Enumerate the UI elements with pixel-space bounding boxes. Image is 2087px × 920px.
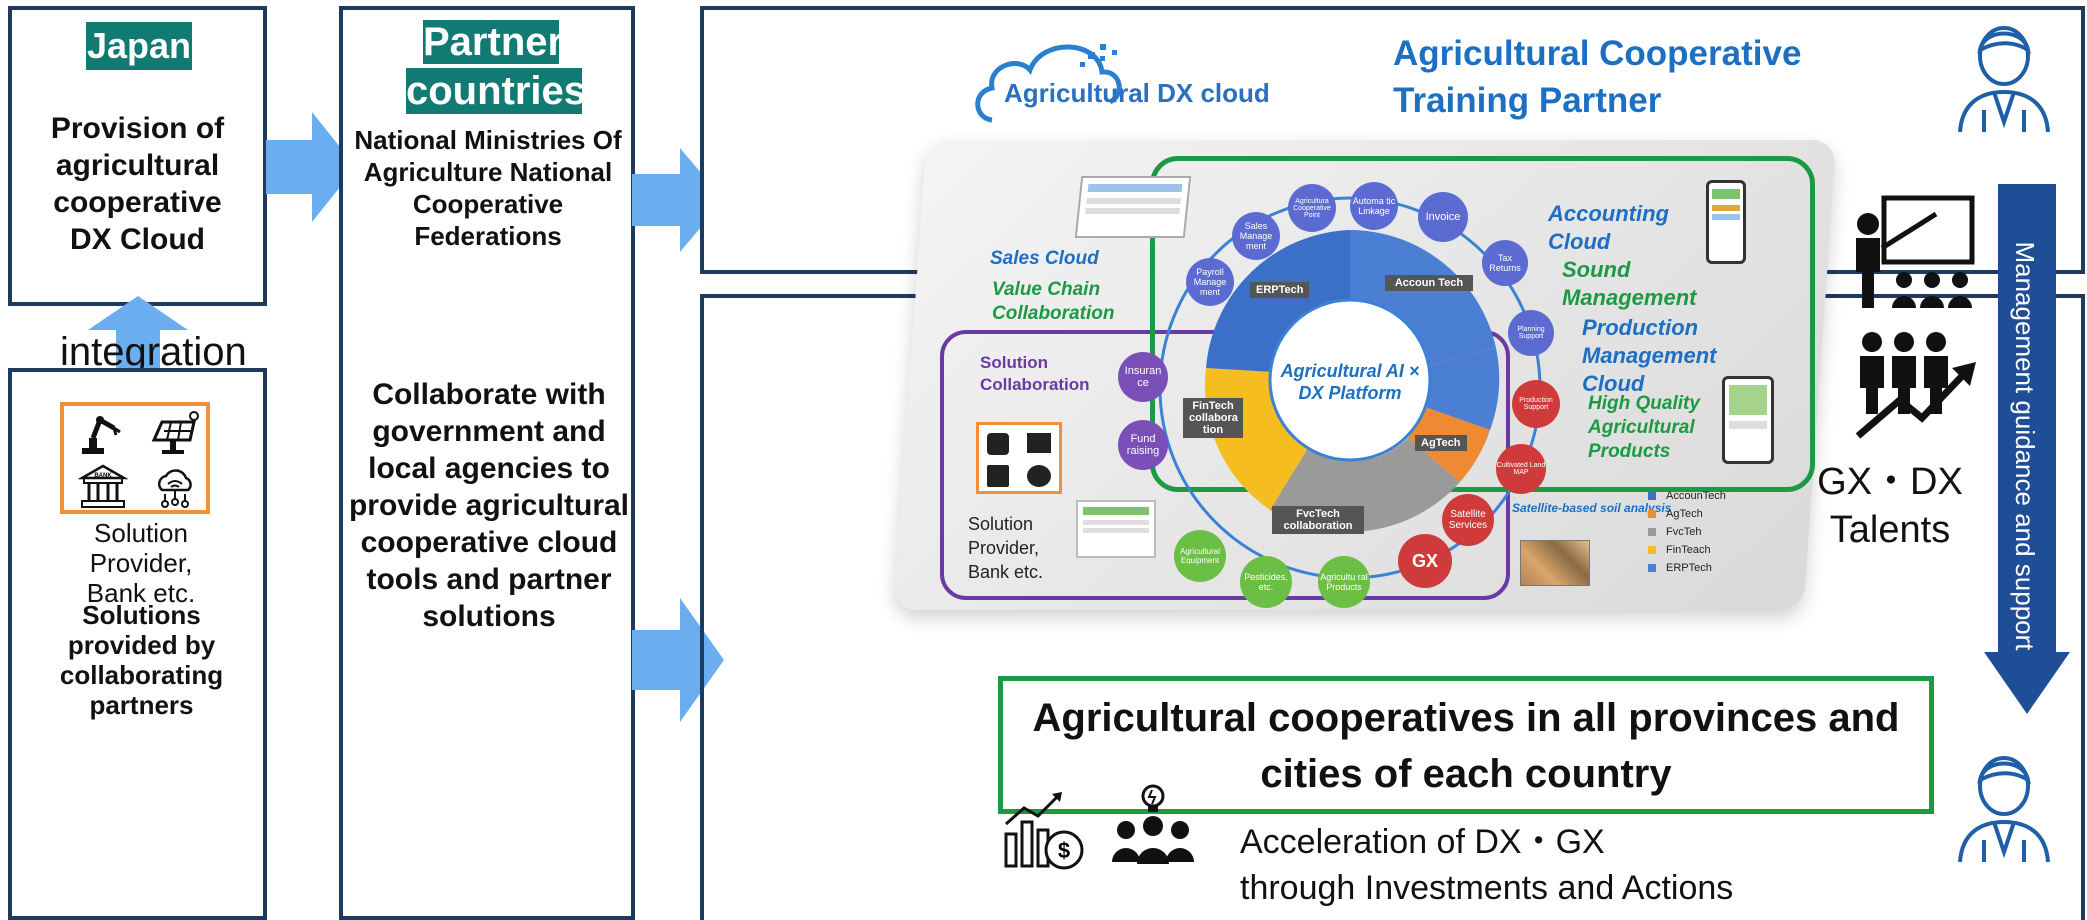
solution-icons-frame: BANK <box>60 402 210 514</box>
sound-mgmt-label: Sound Management <box>1562 257 1697 310</box>
person-icon <box>1958 26 2050 133</box>
japan-title: Japan <box>86 22 192 70</box>
solution-footer: Solutions provided by collaborating part… <box>59 600 224 720</box>
node-payroll: Payroll Manage ment <box>1186 258 1234 306</box>
person-icon <box>1958 756 2050 863</box>
legend-item: AgTech <box>1648 508 1758 520</box>
node-planning: Planning Support <box>1508 310 1554 356</box>
chart-money-icon: $ <box>1004 792 1084 870</box>
accounting-phone <box>1706 180 1746 264</box>
segment-accoun: Accoun Tech <box>1385 275 1473 291</box>
partner-title-line2: countries <box>406 68 587 114</box>
japan-to-partner-arrow <box>266 112 356 222</box>
solution-provider-label: Solution Provider, Bank etc. <box>968 514 1044 582</box>
idea-team-icon <box>1112 784 1194 864</box>
node-automation: Automa tic Linkage <box>1350 182 1398 230</box>
cloud-logo-icon <box>975 44 1122 123</box>
accel-line2: through Investments and Actions <box>1240 869 1734 907</box>
sales-screenshot <box>1074 176 1192 238</box>
production-tablet <box>1722 376 1774 464</box>
partner-orgs: National Ministries Of Agriculture Natio… <box>354 125 622 251</box>
node-fund: Fund raising <box>1118 420 1168 470</box>
value-chain-label: Value Chain Collaboration <box>992 279 1115 324</box>
japan-box: Japan Provision of agricultural cooperat… <box>8 6 267 306</box>
node-invoice: Invoice <box>1418 192 1468 242</box>
solution-collab-label: Solution Collaboration <box>980 353 1090 394</box>
satellite-map <box>1520 540 1590 586</box>
accounting-cloud-label: Accounting Cloud <box>1548 201 1669 254</box>
node-production: Production Support <box>1512 380 1560 428</box>
platform-center-label: Agricultural AI × DX Platform <box>1280 361 1420 403</box>
partner-title-line1: Partner <box>423 20 564 64</box>
growth-people-icon <box>1855 332 1976 439</box>
node-cultivated: Cultivated Land MAP <box>1496 444 1546 494</box>
bank-screenshot <box>1076 500 1156 558</box>
solar-panel-icon <box>151 411 199 454</box>
node-agri-coop: Agricultura Cooperative Point <box>1288 184 1336 232</box>
legend-item: AccounTech <box>1648 490 1758 502</box>
node-tax: Tax Returns <box>1482 240 1528 286</box>
segment-erp: ERPTech <box>1250 282 1310 298</box>
partner-box: Partner countries National Ministries Of… <box>339 6 635 920</box>
node-satellite-services: Satellite Services <box>1442 494 1494 546</box>
solution-icons-mini <box>976 422 1062 494</box>
platform-legend: AccounTech AgTech FvcTeh FinTeach ERPTec… <box>1648 490 1758 580</box>
node-sales-mgmt: Sales Manage ment <box>1232 212 1280 260</box>
value-frame <box>1150 156 1815 492</box>
management-banner-text: Management guidance and support <box>2010 241 2040 651</box>
coops-title: Agricultural cooperatives in all provinc… <box>1032 696 1900 796</box>
segment-fvc: FvcTech collaboration <box>1272 506 1364 534</box>
robot-arm-icon <box>82 416 121 454</box>
legend-item: ERPTech <box>1648 562 1758 574</box>
node-insurance: Insuran ce <box>1118 352 1168 402</box>
solution-box: BANK Solution Provider, Bank etc. Soluti… <box>8 368 267 920</box>
legend-item: FinTeach <box>1648 544 1758 556</box>
sales-cloud-label: Sales Cloud <box>990 248 1099 269</box>
solution-caption: Solution Provider, Bank etc. <box>86 518 196 608</box>
platform-donut <box>1204 230 1500 532</box>
gx-dx-label-2: Talents <box>1829 509 1951 551</box>
integration-arrow <box>88 296 188 376</box>
accel-line1: Acceleration of DX・GX <box>1240 823 1605 861</box>
node-agri-products: Agricultu ral Products <box>1318 556 1370 608</box>
partner-collab: Collaborate with government and local ag… <box>348 378 630 633</box>
bank-icon: BANK <box>78 464 128 508</box>
legend-item: FvcTeh <box>1648 526 1758 538</box>
cloud-network-icon <box>157 469 192 508</box>
training-partner-label: Agricultural Cooperative Training Partne… <box>1393 34 1802 120</box>
high-quality-label: High Quality Agricultural Products <box>1588 393 1700 462</box>
gx-dx-label-1: GX・DX <box>1817 461 1963 503</box>
node-agri-equipment: Agricultural Equipment <box>1174 530 1226 582</box>
cloud-logo-text: Agricultural DX cloud <box>1004 78 1270 108</box>
node-pesticides: Pesticides, etc. <box>1240 556 1292 608</box>
coops-box <box>998 676 1934 814</box>
satellite-label: Satellite-based soil analysis <box>1512 501 1672 515</box>
svg-text:BANK: BANK <box>94 473 112 479</box>
production-cloud-label: Production Management Cloud <box>1582 315 1717 396</box>
integration-label: integration <box>60 330 247 374</box>
japan-body: Provision of agricultural cooperative DX… <box>50 112 225 256</box>
teacher-icon <box>1856 195 1975 308</box>
segment-agtech: AgTech <box>1415 435 1467 451</box>
node-gx: GX <box>1398 534 1452 588</box>
management-banner-arrow <box>1984 184 2070 714</box>
segment-fintech: FinTech collabora tion <box>1183 398 1243 438</box>
svg-text:$: $ <box>1058 838 1070 863</box>
